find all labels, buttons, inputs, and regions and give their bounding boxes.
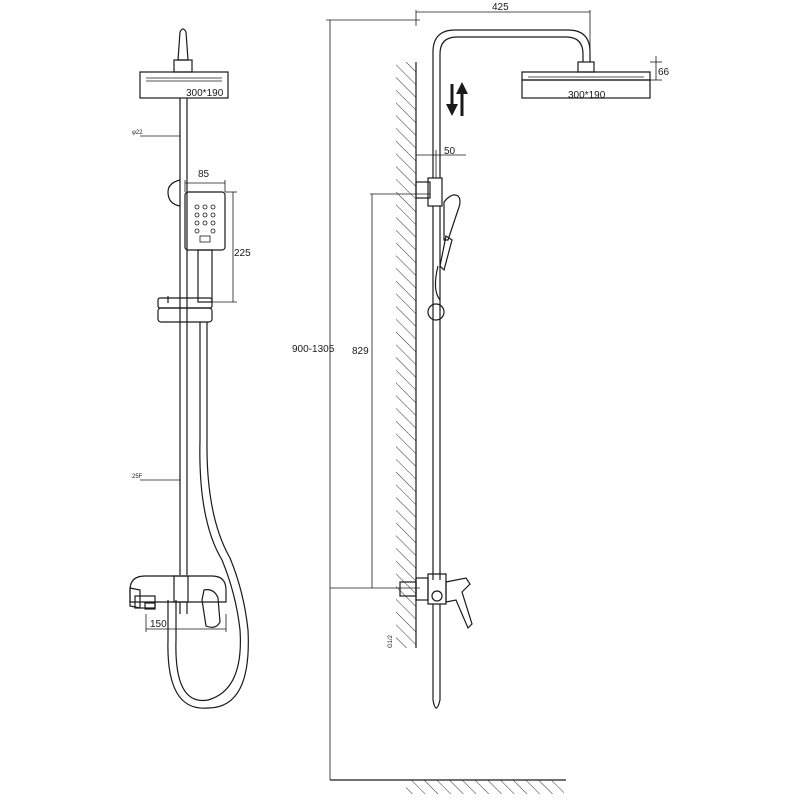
- front-mixer-width-label: 150: [150, 619, 167, 630]
- handset-height-dimension: 829: [352, 193, 430, 588]
- front-handset-height-label: 225: [234, 248, 251, 259]
- side-mixer-valve: G1/2: [330, 573, 473, 709]
- front-pipe-lower-label: 25F: [132, 474, 143, 480]
- side-handset-height-label: 829: [352, 346, 369, 357]
- front-shower-head: 300*190: [139, 28, 229, 99]
- front-pipe-top-label: φ22: [132, 130, 143, 136]
- wall-offset-dimension: 50: [416, 146, 466, 178]
- height-adjust-arrows-icon: [446, 82, 468, 116]
- side-riser-pipe: [432, 29, 591, 580]
- side-arm-reach-label: 425: [492, 2, 509, 13]
- front-view: 300*190 φ22 25F: [129, 28, 251, 709]
- side-head-size-label: 300*190: [568, 90, 606, 101]
- arm-reach-dimension: 425: [415, 2, 591, 52]
- side-head-height-label: 66: [658, 67, 670, 78]
- front-mixer-valve: 150: [129, 575, 227, 632]
- front-riser-pipe: φ22 25F: [132, 98, 188, 575]
- front-hose: [167, 322, 249, 709]
- side-inlet-label: G1/2: [388, 634, 394, 648]
- side-wall-offset-label: 50: [444, 146, 456, 157]
- front-slide-bracket: [157, 296, 213, 323]
- front-handset-width-label: 85: [198, 169, 210, 180]
- side-total-height-label: 900-1305: [292, 344, 335, 355]
- side-view: 900-1305 425 66 300*190: [292, 2, 670, 794]
- wall-section: [396, 62, 417, 648]
- front-hand-shower: 85 225: [167, 169, 251, 303]
- front-head-size-label: 300*190: [186, 88, 224, 99]
- side-shower-head: 66 300*190: [521, 56, 670, 101]
- side-hand-shower: [415, 177, 461, 321]
- total-height-dimension: 900-1305: [292, 19, 420, 780]
- floor-section: [330, 779, 566, 794]
- spray-nozzles: [194, 204, 216, 243]
